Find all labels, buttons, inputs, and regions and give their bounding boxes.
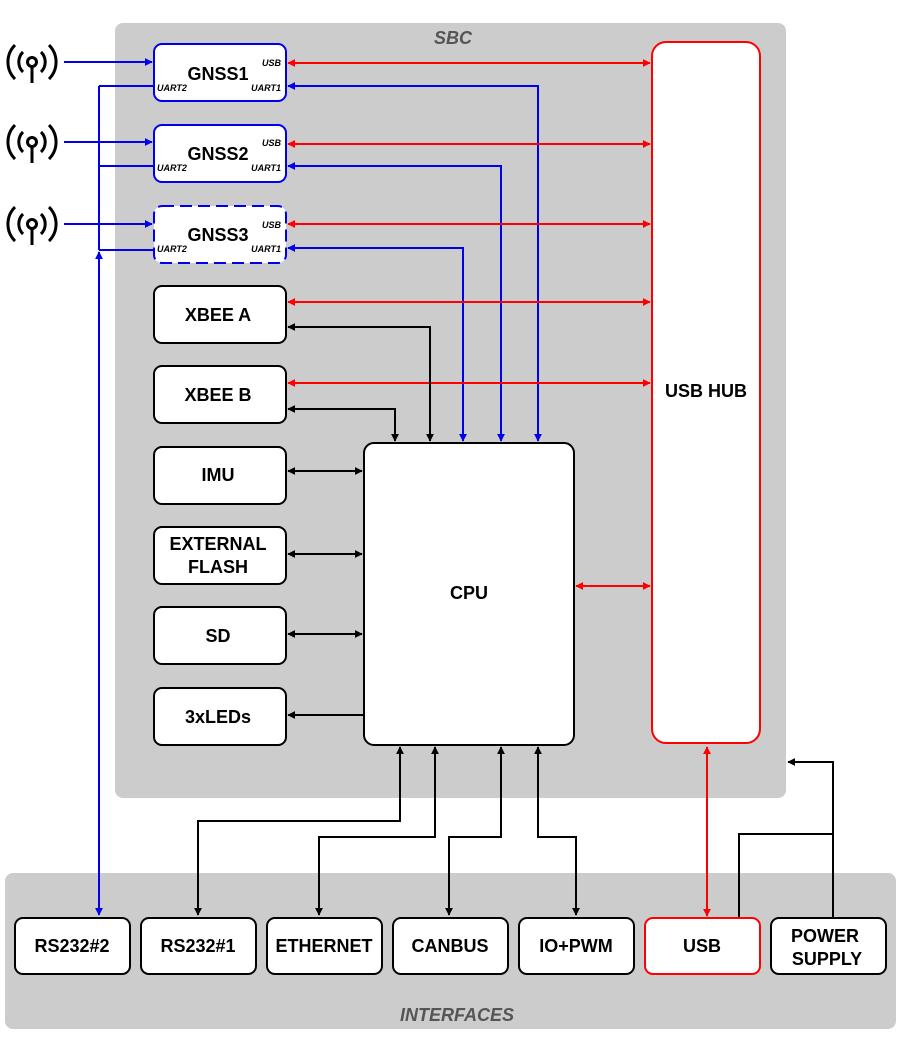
- gnss1-uart2-port: UART2: [157, 83, 187, 93]
- canbus-label: CANBUS: [411, 936, 488, 956]
- power-supply-label-line1: POWER: [791, 926, 859, 946]
- leds-module: 3xLEDs: [153, 687, 287, 746]
- gnss2-usb-port: USB: [262, 138, 282, 148]
- rs232-1-label: RS232#1: [160, 936, 235, 956]
- peripheral-links: [194, 323, 834, 917]
- io-pwm-label: IO+PWM: [539, 936, 613, 956]
- gnss3-label: GNSS3: [187, 225, 248, 245]
- xbee-b-module: XBEE B: [153, 365, 287, 424]
- antenna-links: [64, 58, 153, 228]
- external-flash-label-line2: FLASH: [188, 557, 248, 577]
- interfaces-group-label: INTERFACES: [400, 1005, 514, 1025]
- gnss2-module: GNSS2 USB UART1 UART2: [153, 124, 287, 183]
- antenna-icon: [6, 123, 58, 163]
- leds-label: 3xLEDs: [185, 707, 251, 727]
- xbee-a-module: XBEE A: [153, 285, 287, 344]
- ethernet-interface: ETHERNET: [266, 917, 383, 975]
- usb-interface: USB: [644, 917, 761, 975]
- antenna-icon: [6, 43, 58, 83]
- canbus-interface: CANBUS: [392, 917, 509, 975]
- gnss3-uart2-port: UART2: [157, 244, 187, 254]
- ethernet-label: ETHERNET: [275, 936, 372, 956]
- cpu-block: CPU: [363, 442, 575, 746]
- gnss1-uart1-port: UART1: [251, 83, 281, 93]
- antenna-icon: [6, 205, 58, 245]
- rs232-1-interface: RS232#1: [140, 917, 257, 975]
- xbee-b-label: XBEE B: [184, 385, 251, 405]
- gnss2-label: GNSS2: [187, 144, 248, 164]
- gnss2-uart2-port: UART2: [157, 163, 187, 173]
- rs232-2-label: RS232#2: [34, 936, 109, 956]
- gnss2-uart1-port: UART1: [251, 163, 281, 173]
- gnss3-usb-port: USB: [262, 220, 282, 230]
- power-supply-interface: POWER SUPPLY: [770, 917, 887, 975]
- sbc-group-label: SBC: [434, 28, 473, 48]
- io-pwm-interface: IO+PWM: [518, 917, 635, 975]
- gnss1-label: GNSS1: [187, 64, 248, 84]
- gnss3-uart1-port: UART1: [251, 244, 281, 254]
- sd-label: SD: [205, 626, 230, 646]
- imu-module: IMU: [153, 446, 287, 505]
- rs232-2-interface: RS232#2: [14, 917, 131, 975]
- usb-hub-block: USB HUB: [651, 41, 761, 744]
- external-flash-module: EXTERNAL FLASH: [153, 526, 287, 585]
- uart1-links: [287, 82, 542, 442]
- power-supply-label-line2: SUPPLY: [792, 949, 862, 969]
- gnss3-module: GNSS3 USB UART1 UART2: [153, 205, 287, 264]
- gnss1-usb-port: USB: [262, 58, 282, 68]
- usb-label: USB: [683, 936, 721, 956]
- usb-hub-label: USB HUB: [665, 381, 747, 401]
- gnss1-module: GNSS1 USB UART1 UART2: [153, 43, 287, 102]
- uart2-bus: [95, 85, 153, 916]
- imu-label: IMU: [202, 465, 235, 485]
- xbee-a-label: XBEE A: [185, 305, 251, 325]
- cpu-label: CPU: [450, 583, 488, 603]
- sd-module: SD: [153, 606, 287, 665]
- external-flash-label-line1: EXTERNAL: [169, 534, 266, 554]
